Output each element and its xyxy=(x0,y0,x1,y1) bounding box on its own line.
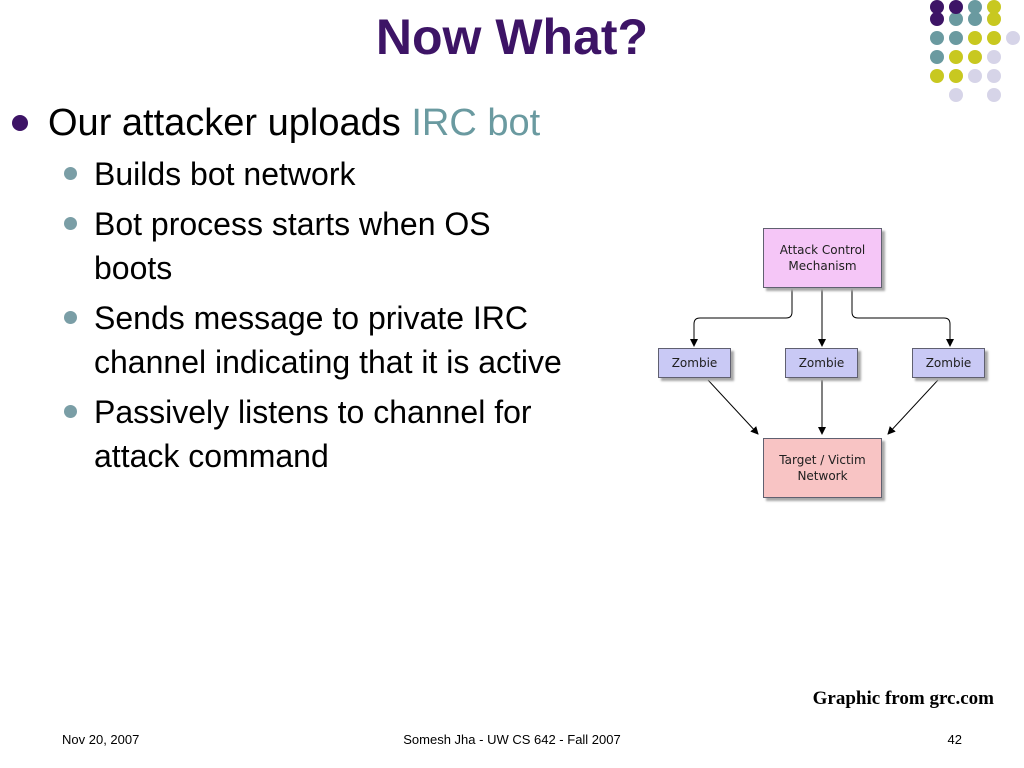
sub-bullet-item: Bot process starts when OS boots xyxy=(12,202,564,290)
bullet-item: Our attacker uploads IRC bot xyxy=(12,100,632,146)
bullet-dot-icon xyxy=(12,115,28,131)
sub-bullet-item: Builds bot network xyxy=(12,152,632,196)
zombie-label: Zombie xyxy=(671,356,718,370)
dot xyxy=(968,0,982,14)
dot xyxy=(930,0,944,14)
footer-course: Somesh Jha - UW CS 642 - Fall 2007 xyxy=(403,732,621,747)
dot xyxy=(968,50,982,64)
connector-zombie-right-to-target xyxy=(887,379,939,435)
sub-bullet-text: Bot process starts when OS boots xyxy=(94,206,491,286)
sub-bullet-text: Builds bot network xyxy=(94,156,356,192)
sub-bullet-dot-icon xyxy=(64,167,77,180)
sub-bullet-item: Passively listens to channel for attack … xyxy=(12,390,619,478)
dot xyxy=(987,0,1001,14)
bullet-accent-text: IRC bot xyxy=(411,102,541,144)
dot xyxy=(949,69,963,83)
zombie-label: Zombie xyxy=(798,356,845,370)
dot xyxy=(949,0,963,14)
dot xyxy=(987,50,1001,64)
dot xyxy=(968,12,982,26)
connector-control-to-zombie-right xyxy=(851,288,954,347)
dot xyxy=(930,69,944,83)
decorative-dot-grid xyxy=(920,0,1024,110)
target-label-line1: Target / Victim xyxy=(779,453,866,467)
dot xyxy=(949,50,963,64)
connector-zombie-left-to-target xyxy=(707,379,759,435)
sub-bullet-dot-icon xyxy=(64,405,77,418)
botnet-diagram: Attack Control Mechanism Zombie Zombie Z… xyxy=(652,222,992,508)
bullet-text: Our attacker uploads xyxy=(48,102,412,144)
dot xyxy=(949,88,963,102)
dot xyxy=(949,31,963,45)
dot xyxy=(987,88,1001,102)
bullet-list: Our attacker uploads IRC bot Builds bot … xyxy=(12,100,632,484)
target-label-line2: Network xyxy=(797,469,848,483)
attack-control-node: Attack Control Mechanism xyxy=(763,228,882,288)
footer-page-number: 42 xyxy=(947,732,962,747)
connector-control-to-zombie-left xyxy=(690,288,793,347)
sub-bullet-dot-icon xyxy=(64,311,77,324)
sub-bullet-text: Sends message to private IRC channel ind… xyxy=(94,300,562,380)
sub-bullet-dot-icon xyxy=(64,217,77,230)
dot xyxy=(949,12,963,26)
slide-title: Now What? xyxy=(375,9,649,65)
dot xyxy=(968,31,982,45)
dot xyxy=(930,50,944,64)
dot xyxy=(987,31,1001,45)
dot xyxy=(930,31,944,45)
dot xyxy=(1006,31,1020,45)
zombie-node: Zombie xyxy=(785,348,858,378)
attack-control-label-line2: Mechanism xyxy=(788,259,857,273)
dot xyxy=(930,12,944,26)
zombie-node: Zombie xyxy=(658,348,731,378)
sub-bullet-item: Sends message to private IRC channel ind… xyxy=(12,296,614,384)
attack-control-label-line1: Attack Control xyxy=(779,243,866,257)
footer-date: Nov 20, 2007 xyxy=(62,732,140,747)
diagram-connectors xyxy=(690,288,954,435)
sub-bullet-text: Passively listens to channel for attack … xyxy=(94,394,532,474)
dot xyxy=(968,69,982,83)
dot xyxy=(987,12,1001,26)
zombie-node: Zombie xyxy=(912,348,985,378)
zombie-label: Zombie xyxy=(925,356,972,370)
dot xyxy=(987,69,1001,83)
target-victim-node: Target / Victim Network xyxy=(763,438,882,498)
graphic-credit: Graphic from grc.com xyxy=(812,688,994,709)
